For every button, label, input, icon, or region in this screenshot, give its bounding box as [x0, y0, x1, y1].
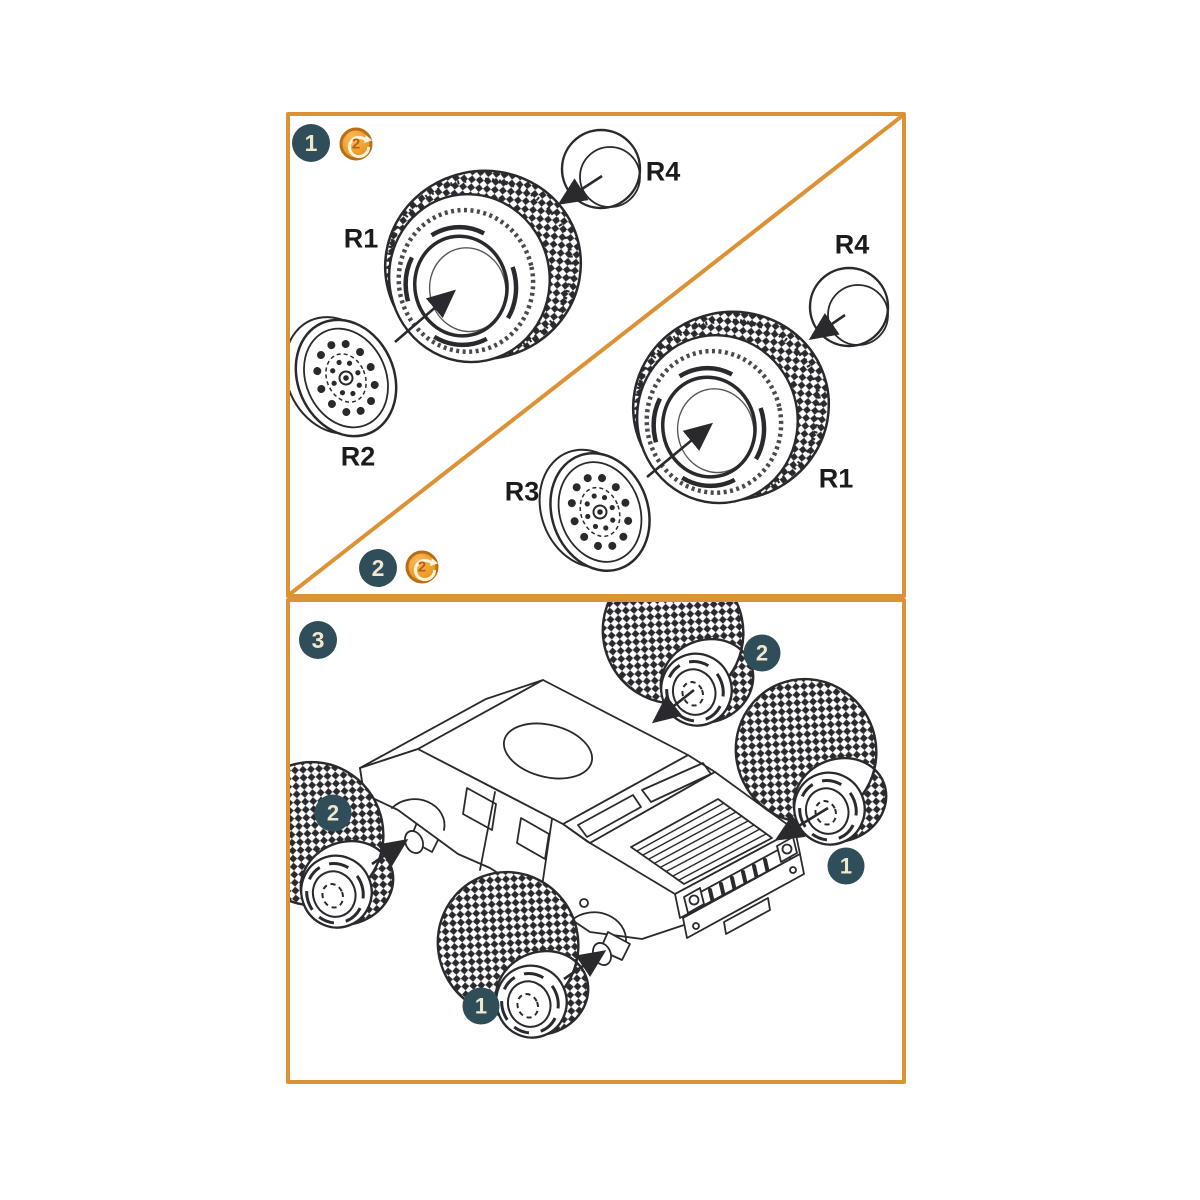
diagonal-divider — [290, 116, 902, 594]
wheel-badge-front-right: 1 — [827, 847, 865, 885]
wheel-assembly-drawing — [290, 116, 902, 594]
panel-wheel-assembly: 1 2 R1 R2 R4 2 2 R1 R3 R4 — [286, 112, 906, 598]
step1-rim-arrow — [394, 289, 456, 343]
label-cap-r4-step2: R4 — [834, 229, 870, 260]
step2-cap-r4 — [808, 266, 890, 348]
arrow-rear-left — [371, 839, 409, 866]
step-1-repeat-count: 2 — [351, 135, 361, 153]
step1-tire-r1 — [368, 153, 599, 378]
rotate-arrow-icon — [413, 558, 438, 582]
label-tire-r1-step1: R1 — [343, 223, 379, 254]
step2-cap-arrow — [808, 313, 846, 340]
step-2-number: 2 — [371, 554, 385, 581]
panel-wheel-mounting: 3 2 2 1 1 — [286, 598, 906, 1084]
wheel-badge-front-left: 1 — [462, 987, 500, 1025]
arrow-rear-right — [651, 688, 695, 724]
wheel-number: 1 — [474, 993, 488, 1018]
step-3-badge: 3 — [299, 621, 337, 659]
step1-rim-r2 — [290, 296, 416, 458]
wheel-badge-rear-left: 2 — [314, 794, 352, 832]
step1-cap-r4 — [560, 128, 642, 210]
headlight-left — [683, 887, 705, 914]
step2-rim-r3 — [522, 431, 667, 590]
step1-cap-arrow — [557, 174, 603, 205]
wheel-number: 2 — [326, 800, 340, 825]
hood-ribs — [636, 802, 767, 881]
label-tire-r1-step2: R1 — [818, 463, 854, 494]
wheel-number: 1 — [839, 853, 853, 878]
vehicle-drawing — [290, 602, 902, 1064]
step-1-number: 1 — [304, 129, 318, 156]
step-2-badge: 2 — [359, 549, 397, 587]
step-3-number: 3 — [311, 626, 325, 653]
step-2-repeat-count: 2 — [417, 558, 427, 576]
step-1-repeat-badge: 2 — [339, 127, 373, 161]
arrow-front-left — [563, 950, 607, 981]
rotate-arrow-icon — [347, 135, 372, 159]
step2-tire-r1 — [616, 294, 847, 519]
step-1-badge: 1 — [292, 124, 330, 162]
arrow-front-right — [774, 806, 829, 841]
wheel-badge-rear-right: 2 — [743, 634, 781, 672]
label-cap-r4-step1: R4 — [645, 156, 681, 187]
label-rim-r2: R2 — [340, 441, 376, 472]
humvee-body — [359, 679, 805, 966]
step2-rim-arrow — [646, 422, 714, 479]
wheel-number: 2 — [755, 640, 769, 665]
label-rim-r3: R3 — [504, 476, 540, 507]
step-2-repeat-badge: 2 — [405, 550, 439, 584]
